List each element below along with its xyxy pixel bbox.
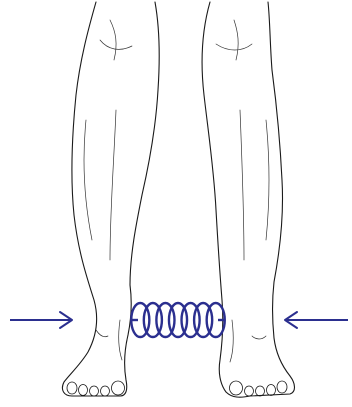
right-toe-2 (245, 386, 254, 396)
right-shin-line (240, 110, 244, 260)
left-ankle-bone (96, 330, 108, 337)
right-knee-cap (234, 20, 238, 60)
left-ankle-line (119, 320, 122, 360)
right-calf-line (266, 120, 269, 240)
left-big-toe (112, 381, 125, 395)
right-knee-line (216, 44, 252, 50)
left-toe-2 (79, 385, 88, 396)
right-force-arrow (285, 312, 348, 328)
left-leg (62, 2, 159, 396)
right-toe-3 (256, 386, 265, 396)
left-toe-1 (67, 382, 77, 394)
right-toe-5 (277, 381, 287, 393)
right-ankle-bone (252, 336, 266, 339)
left-toe-3 (90, 386, 99, 396)
right-big-toe (230, 381, 243, 395)
left-shin-line (110, 110, 116, 260)
left-knee-cap (110, 20, 116, 60)
left-force-arrow (10, 312, 72, 328)
spring (131, 303, 225, 337)
left-leg-outer-contour (62, 2, 159, 396)
left-toe-4 (101, 386, 110, 396)
right-toe-4 (267, 385, 276, 396)
right-ankle-line (230, 320, 233, 362)
left-calf-line (84, 120, 92, 240)
